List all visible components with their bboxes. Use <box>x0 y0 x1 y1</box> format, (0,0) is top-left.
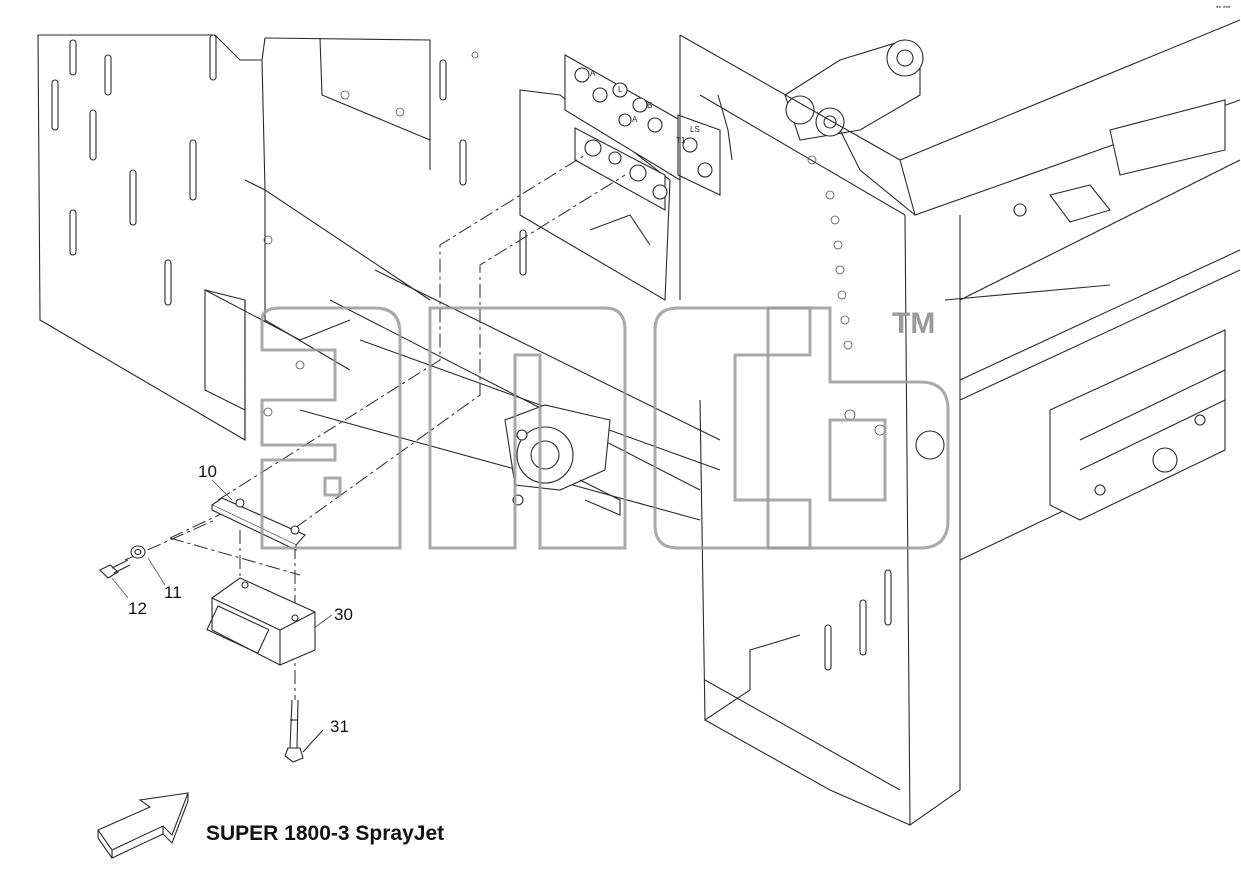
clamp-bearing <box>504 404 621 516</box>
plate-bracket-part-10 <box>210 497 306 551</box>
panel-letter: B <box>647 101 652 110</box>
bolt-part-31 <box>284 699 324 763</box>
panel-letter: T1 <box>676 136 686 145</box>
bolt-part-12 <box>99 559 131 579</box>
pivot-bracket <box>784 39 924 216</box>
part-label-11: 11 <box>164 583 182 602</box>
dash-leader-lines <box>124 154 626 700</box>
left-frame-panel <box>37 34 527 441</box>
spacer-block-part-30 <box>206 577 316 666</box>
watermark-logo: TM <box>260 306 950 550</box>
valve-panel-block: A L B A T1 LS <box>519 54 733 301</box>
right-main-frame <box>679 19 1241 827</box>
outline-arrow-icon <box>97 792 189 859</box>
panel-letter: L <box>618 85 623 94</box>
washer-part-11 <box>130 545 146 559</box>
panel-letter: A <box>632 115 638 124</box>
watermark-tm: TM <box>892 307 935 340</box>
panel-letter: LS <box>690 125 700 134</box>
model-caption: SUPER 1800-3 SprayJet <box>206 822 445 845</box>
part-label-31: 31 <box>330 717 349 736</box>
panel-letter: A <box>590 69 596 78</box>
corner-tag: ▪▪ ▪▪▪ <box>1216 4 1231 11</box>
part-label-12: 12 <box>128 599 147 618</box>
part-label-10: 10 <box>198 462 217 481</box>
part-label-30: 30 <box>334 605 353 624</box>
